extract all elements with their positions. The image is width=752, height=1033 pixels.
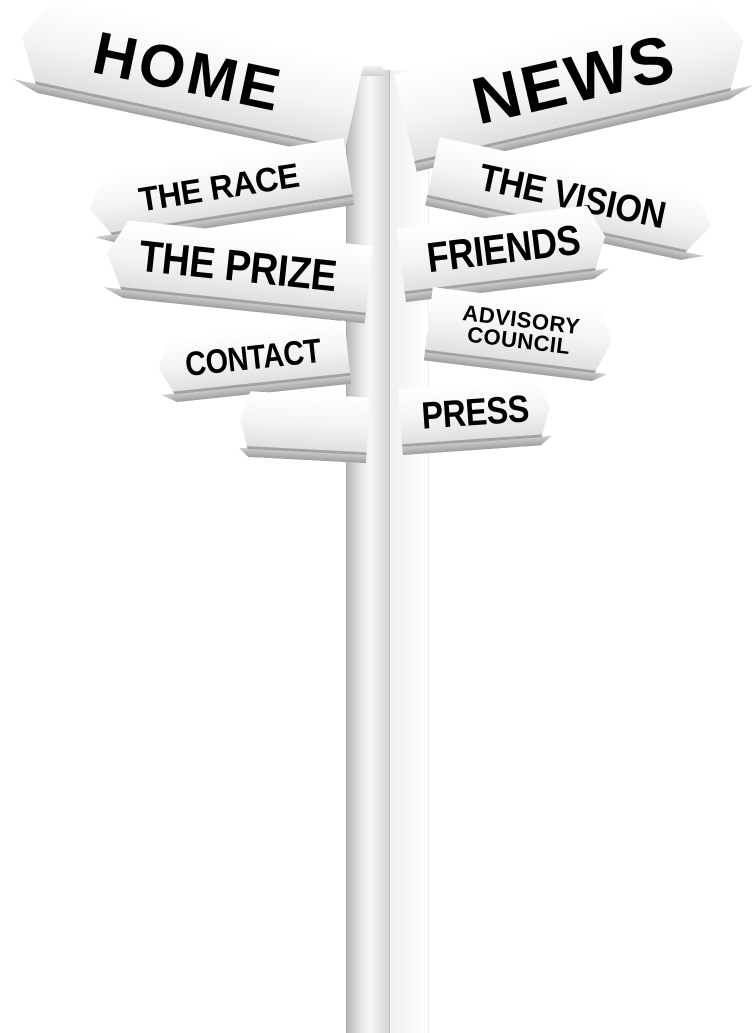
nav-sign-press[interactable]: PRESS	[398, 379, 552, 447]
sign-face	[239, 391, 370, 456]
nav-sign-advisory-council[interactable]: ADVISORY COUNCIL	[425, 287, 616, 375]
signpost-cap	[346, 66, 388, 76]
nav-sign-home[interactable]: HOME	[13, 0, 364, 150]
nav-sign-contact[interactable]: CONTACT	[156, 320, 351, 396]
blank-sign	[239, 391, 370, 456]
post-shadow	[388, 70, 429, 1033]
signpost-pole	[346, 70, 390, 1033]
nav-sign-press-label: PRESS	[419, 388, 531, 438]
nav-sign-the-prize[interactable]: THE PRIZE	[103, 218, 373, 315]
